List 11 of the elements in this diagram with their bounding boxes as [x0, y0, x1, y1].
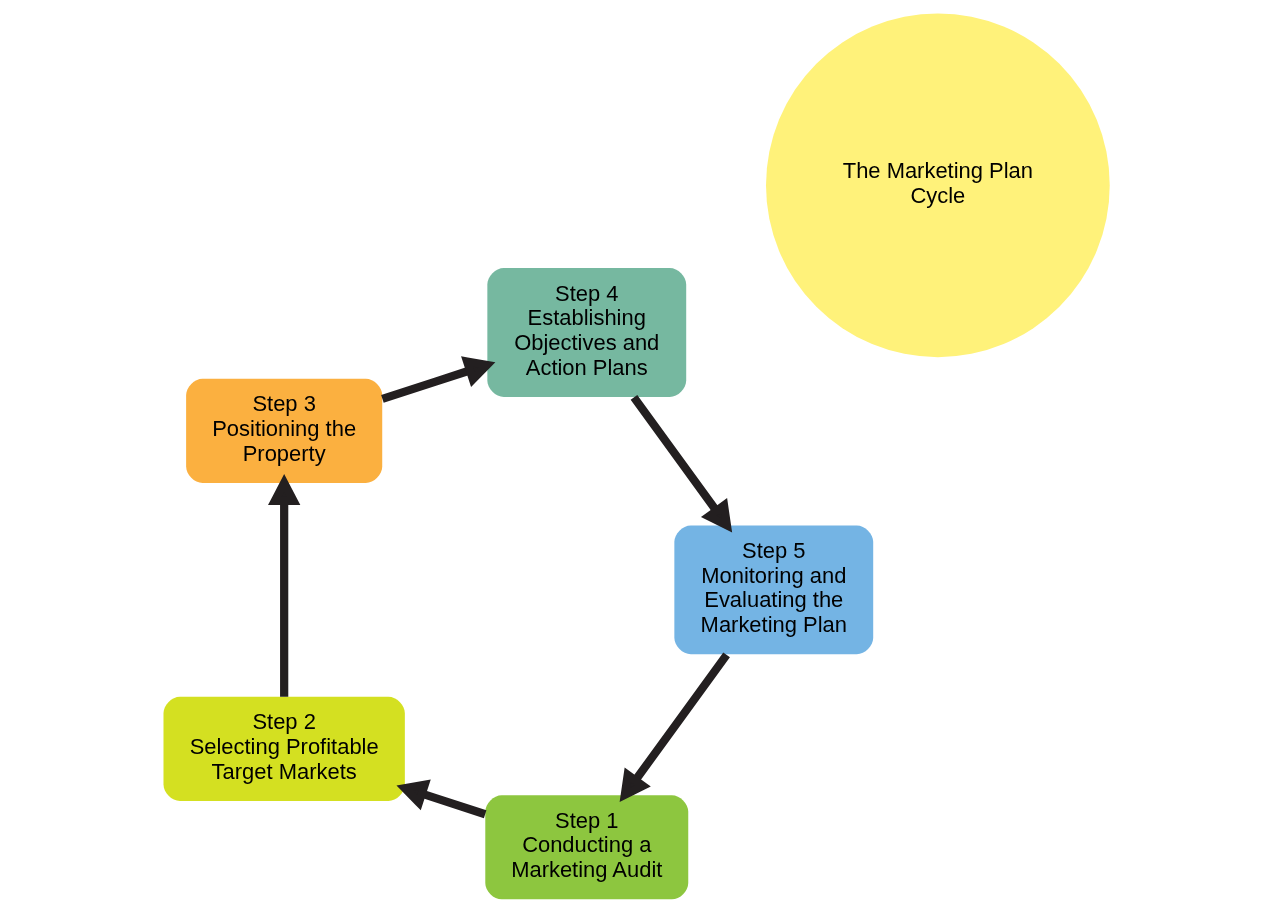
arrow [396, 779, 487, 819]
node-circle: The Marketing Plan Cycle [766, 13, 1110, 358]
node-box: Step 5 Monitoring and Evaluating the Marketing Plan [674, 525, 874, 655]
arrow [268, 474, 301, 697]
node-box: Step 4 Establishing Objectives and Action Plans [487, 268, 687, 397]
node-box: Step 3 Positioning the Property [186, 378, 383, 483]
arrow [630, 394, 733, 533]
arrow [381, 356, 496, 403]
arrow [619, 652, 730, 803]
node-box: Step 2 Selecting Profitable Target Markets [163, 696, 405, 802]
node-box: Step 1 Conducting a Marketing Audit [485, 795, 689, 900]
